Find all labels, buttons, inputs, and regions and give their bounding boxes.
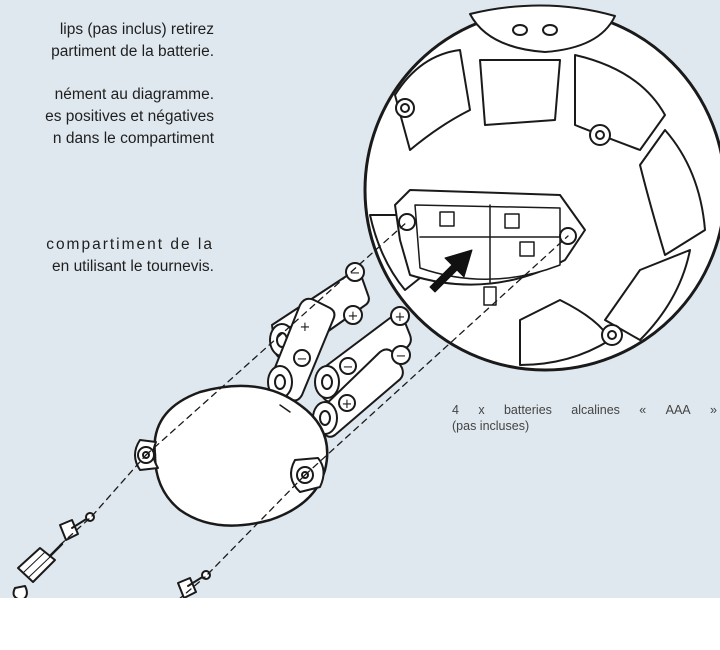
- ball-panel-left: [394, 49, 471, 151]
- insert-arrow: [429, 249, 473, 293]
- instruction-line-3: nément au diagramme.: [54, 86, 214, 103]
- instruction-line-4: es positives et négatives: [45, 108, 214, 125]
- ball-panel-right-lower: [604, 249, 691, 341]
- caption-word: AAA: [665, 403, 691, 417]
- battery-4-plus-symbol: +: [342, 397, 353, 412]
- caption-line-2: (pas incluses): [452, 419, 530, 433]
- battery-2: [267, 297, 363, 402]
- battery-4-minus-symbol: −: [396, 349, 407, 364]
- instruction-line-2: partiment de la batterie.: [51, 43, 214, 60]
- battery-3-minus-symbol: −: [343, 360, 354, 375]
- caption-word: 4: [452, 403, 459, 417]
- caption-word: «: [639, 403, 647, 417]
- battery-4: [312, 345, 411, 438]
- battery-1-plus-symbol: +: [300, 320, 311, 335]
- ball-panel-right: [639, 129, 706, 256]
- screwdriver-right: [130, 603, 178, 642]
- instruction-line-6: compartiment de la: [46, 236, 214, 253]
- screw-left: [59, 512, 95, 541]
- batteries-group: [267, 262, 412, 438]
- battery-2-plus-symbol: +: [348, 309, 359, 324]
- screw-right: [177, 570, 211, 598]
- caption-word: x: [478, 403, 485, 417]
- caption-word: alcalines: [571, 403, 620, 417]
- instruction-line-1: lips (pas inclus) retirez: [59, 21, 214, 38]
- battery-caption: 4 x batteries alcalines « AAA » (pas inc…: [452, 402, 717, 434]
- caption-word: »: [710, 403, 717, 417]
- battery-1-minus-symbol: −: [350, 266, 361, 281]
- battery-2-minus-symbol: −: [297, 352, 308, 367]
- instruction-line-5: n dans le compartiment: [52, 130, 214, 147]
- caption-line-1: 4 x batteries alcalines « AAA »: [452, 402, 717, 418]
- battery-cover: [134, 384, 329, 527]
- screwdriver-left: [12, 542, 64, 598]
- ball-panel-upper: [479, 59, 561, 126]
- instruction-line-7: en utilisant le tournevis.: [52, 258, 214, 275]
- alignment-lines: [59, 221, 569, 598]
- ball-toy: [363, 4, 720, 372]
- battery-3-plus-symbol: +: [395, 310, 406, 325]
- caption-word: batteries: [503, 403, 552, 417]
